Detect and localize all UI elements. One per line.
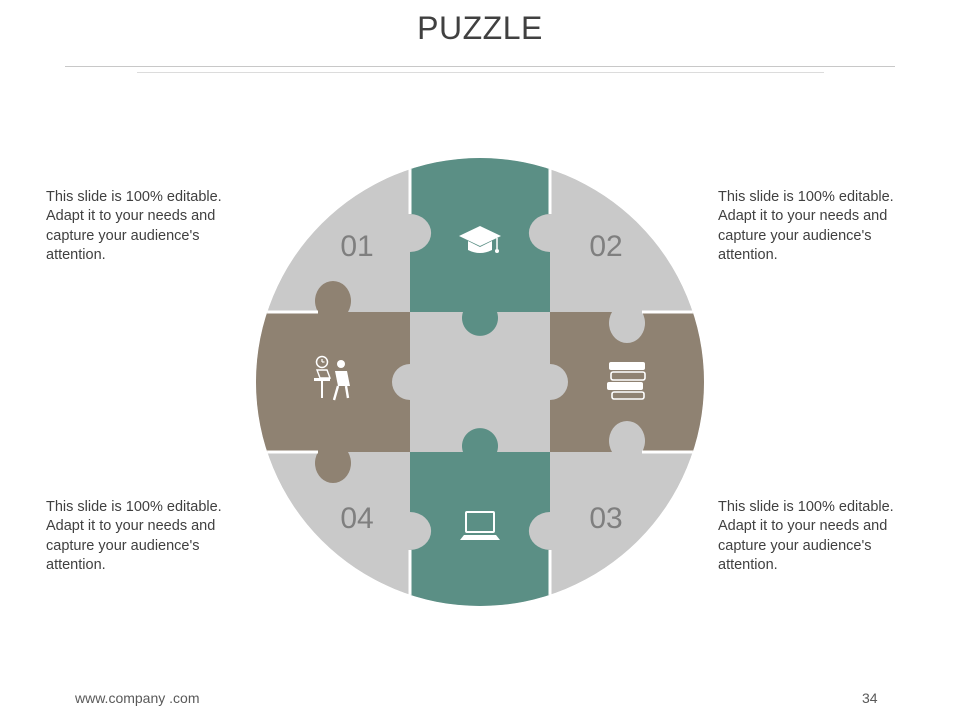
- description-02: This slide is 100% editable. Adapt it to…: [718, 189, 894, 264]
- description-03: This slide is 100% editable. Adapt it to…: [718, 499, 894, 574]
- puzzle-circle: [256, 158, 704, 606]
- piece-number-04: 04: [340, 502, 373, 535]
- description-04: This slide is 100% editable. Adapt it to…: [46, 499, 222, 574]
- puzzle-piece-gray: [256, 158, 704, 606]
- piece-number-01: 01: [340, 230, 373, 263]
- piece-number-03: 03: [589, 502, 622, 535]
- page-number: 34: [862, 690, 878, 706]
- books-icon: [607, 362, 646, 400]
- person-at-desk-icon: [314, 355, 350, 401]
- puzzle-piece-bottom: [410, 428, 550, 606]
- slide-title: PUZZLE: [417, 10, 543, 46]
- footer-url: www.company .com: [75, 690, 200, 706]
- laptop-icon: [460, 511, 500, 540]
- graduation-cap-icon: [459, 226, 501, 253]
- puzzle-piece-left: [256, 280, 410, 484]
- description-01: This slide is 100% editable. Adapt it to…: [46, 189, 222, 264]
- piece-number-02: 02: [589, 230, 622, 263]
- title-divider-secondary: [137, 72, 824, 73]
- title-divider: [65, 66, 895, 67]
